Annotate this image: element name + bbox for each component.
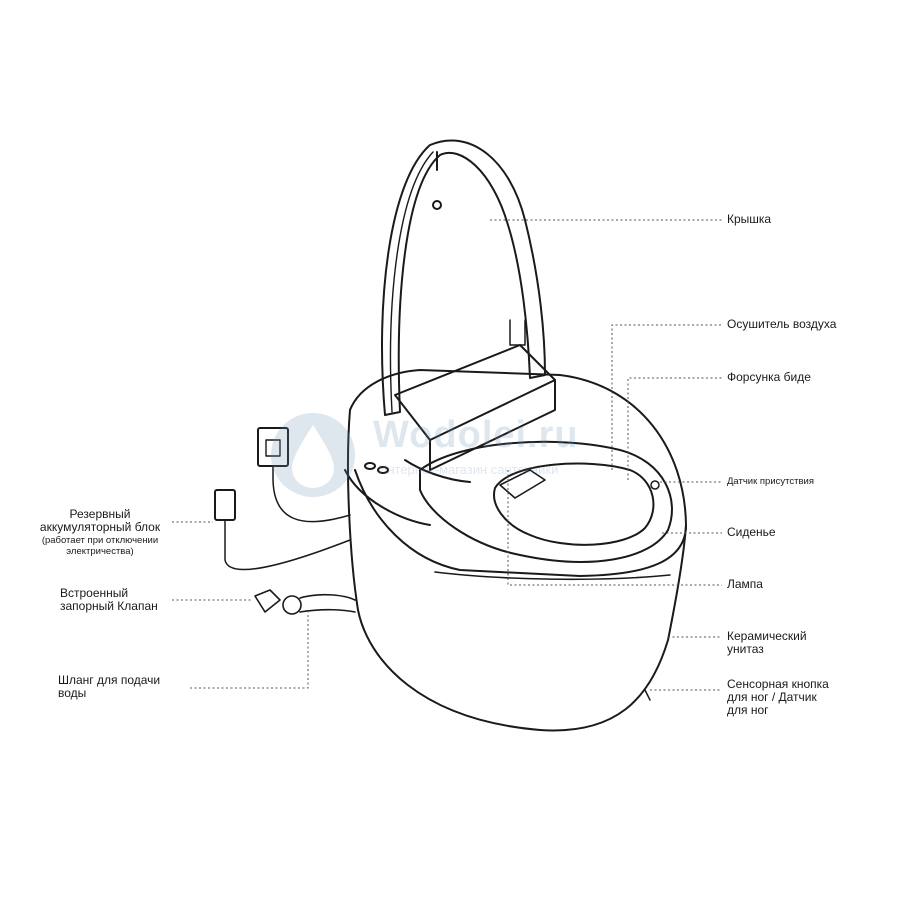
- ceramic-body: [347, 409, 687, 732]
- leader-lamp: [507, 470, 722, 586]
- body-rim: [349, 369, 687, 577]
- shutoff-valve: [254, 589, 281, 613]
- label-shutoff-valve: Встроенный запорный Клапан: [60, 586, 158, 613]
- label-air-dryer: Осушитель воздуха: [727, 317, 837, 331]
- wall-socket: [257, 427, 289, 467]
- label-water-hose: Шланг для подачи воды: [58, 673, 161, 700]
- lid-outline: [381, 139, 546, 416]
- label-bidet-nozzle: Форсунка биде: [727, 370, 811, 384]
- label-battery-block: Резервный аккумуляторный блок: [39, 507, 161, 534]
- side-indicator-2: [377, 466, 389, 474]
- label-lid: Крышка: [727, 212, 772, 226]
- leader-hose: [190, 612, 309, 689]
- lid-hinge-hole: [432, 200, 442, 210]
- leader-air-dryer: [611, 324, 722, 470]
- label-foot-button: Сенсорная кнопка для ног / Датчик для но…: [727, 677, 829, 717]
- label-presence-sensor: Датчик присутствия: [727, 476, 814, 487]
- nozzle: [499, 469, 546, 499]
- side-indicator-1: [364, 462, 376, 470]
- battery-unit: [214, 489, 236, 521]
- seat-outline: [419, 440, 673, 563]
- label-battery-note: (работает при отключении электричества): [41, 535, 159, 557]
- water-hose: [299, 593, 356, 613]
- label-lamp: Лампа: [727, 577, 763, 591]
- presence-sensor-dot: [650, 480, 660, 490]
- rear-unit: [394, 344, 556, 441]
- label-ceramic-toilet: Керамический унитаз: [727, 629, 807, 656]
- label-seat: Сиденье: [727, 525, 776, 539]
- seat-opening: [493, 462, 655, 546]
